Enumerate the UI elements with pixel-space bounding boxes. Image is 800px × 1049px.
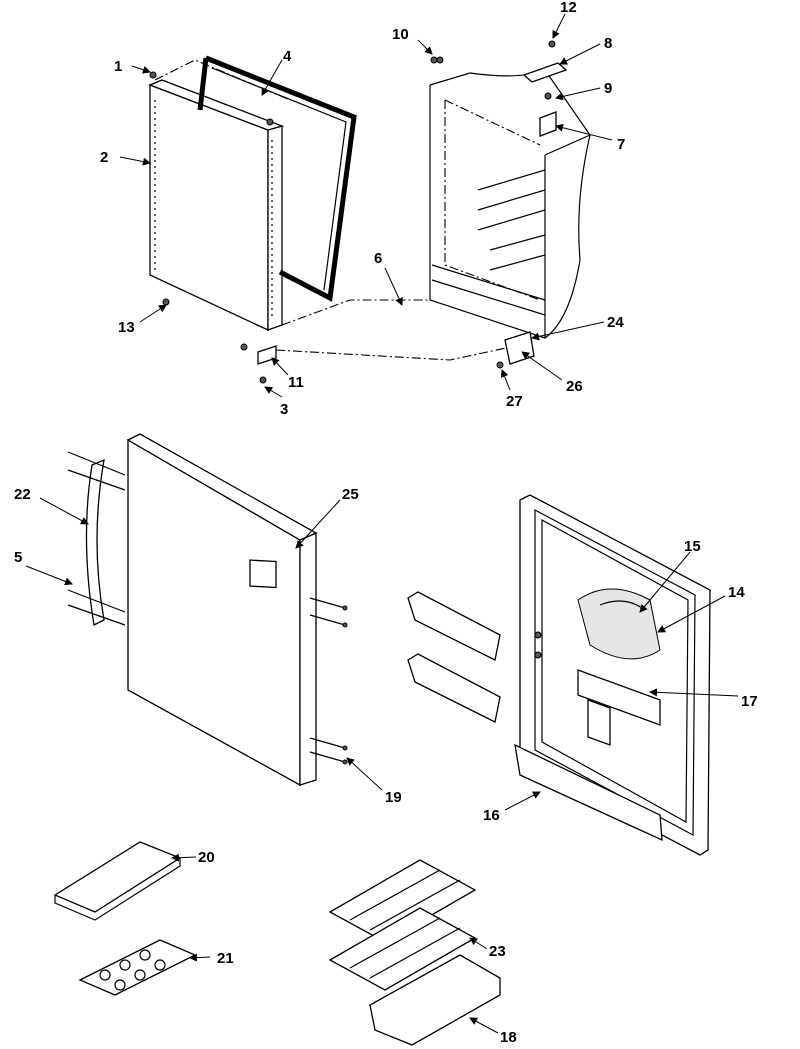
- callout-24: 24: [607, 314, 624, 331]
- callout-26: 26: [566, 378, 583, 395]
- callout-23: 23: [489, 943, 506, 960]
- callout-25: 25: [342, 486, 359, 503]
- freezer-cabinet: [429, 40, 591, 369]
- callout-6: 6: [374, 250, 382, 267]
- callout-11: 11: [288, 374, 304, 391]
- callout-15: 15: [684, 538, 701, 555]
- callout-18: 18: [500, 1029, 517, 1046]
- accessories: [53, 841, 502, 1046]
- callout-17: 17: [741, 693, 758, 710]
- callout-4: 4: [283, 48, 292, 65]
- callout-27: 27: [506, 393, 523, 410]
- callout-labels: 1 2 3 4 5 6 7 8 9 10 11 12 13 14 15 16 1…: [14, 0, 758, 1046]
- callout-14: 14: [728, 584, 745, 601]
- fresh-food-door-assembly: [67, 433, 348, 787]
- callout-2: 2: [100, 149, 108, 166]
- callout-20: 20: [198, 849, 215, 866]
- door-liner-assembly: [407, 494, 711, 856]
- callout-5: 5: [14, 549, 22, 566]
- freezer-door-assembly: [148, 59, 521, 384]
- leader-lines: [25, 13, 739, 1034]
- callout-22: 22: [14, 486, 31, 503]
- callout-21: 21: [217, 950, 234, 967]
- callout-3: 3: [280, 401, 288, 418]
- callout-8: 8: [604, 35, 612, 52]
- callout-19: 19: [385, 789, 402, 806]
- callout-1: 1: [114, 58, 122, 75]
- callout-12: 12: [560, 0, 577, 16]
- callout-9: 9: [604, 80, 612, 97]
- callout-16: 16: [483, 807, 500, 824]
- callout-7: 7: [617, 136, 625, 153]
- callout-13: 13: [118, 319, 135, 336]
- callout-10: 10: [392, 26, 409, 43]
- door-gasket: [197, 55, 357, 302]
